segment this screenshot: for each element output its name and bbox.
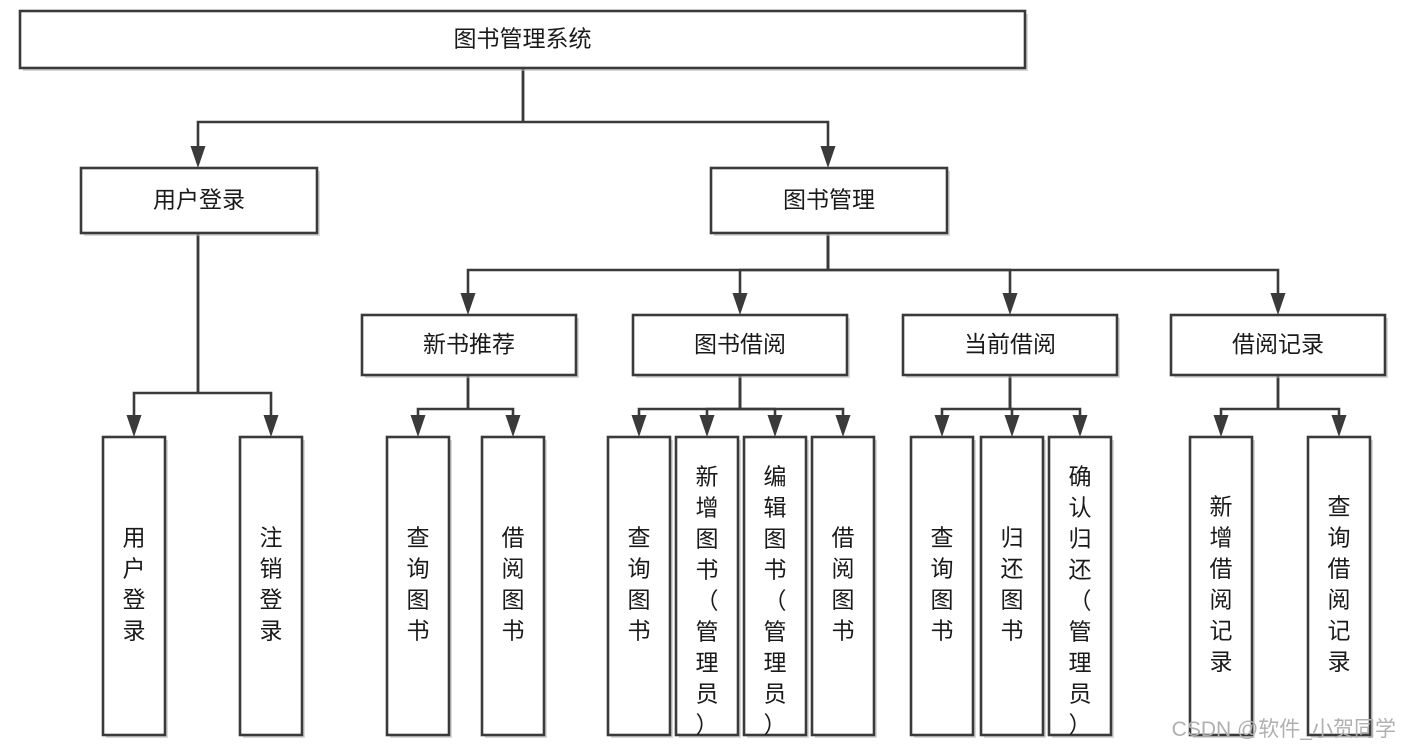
connector-user-login-to-leaf-logout <box>196 233 279 437</box>
connector-root-to-user-login <box>190 68 525 168</box>
node-leaf-query-book-2[interactable]: 查询图书 <box>606 435 673 738</box>
watermark-label: CSDN @软件_小贺同学 <box>1172 718 1396 741</box>
node-label: 用户登录 <box>123 525 146 644</box>
node-box[interactable] <box>742 435 808 737</box>
node-box[interactable] <box>909 435 975 737</box>
node-label: 图书管理 <box>783 187 875 213</box>
node-label: 图书借阅 <box>694 331 786 357</box>
node-box[interactable] <box>631 313 849 377</box>
node-box[interactable] <box>1047 435 1113 737</box>
node-leaf-logout[interactable]: 注销登录 <box>238 435 305 738</box>
node-leaf-borrow-book-2[interactable]: 借阅图书 <box>810 435 877 738</box>
node-label: 确认归还（管理员） <box>1069 464 1092 738</box>
node-leaf-borrow-book-1[interactable]: 借阅图书 <box>480 435 547 738</box>
connector-book-manage-to-new-book-recommend <box>460 233 830 315</box>
node-label: 新书推荐 <box>423 331 515 357</box>
node-label: 新增借阅记录 <box>1210 494 1233 675</box>
node-leaf-add-record[interactable]: 新增借阅记录 <box>1188 435 1255 738</box>
connector-current-borrow-to-leaf-confirm-return <box>1008 375 1088 437</box>
node-book-manage[interactable]: 图书管理 <box>709 166 950 236</box>
node-label: 注销登录 <box>260 525 283 644</box>
node-box[interactable] <box>385 435 451 737</box>
connector-book-borrow-to-leaf-borrow-book-2 <box>738 375 851 437</box>
connector-user-login-to-leaf-user-login <box>126 233 200 437</box>
node-leaf-query-book-3[interactable]: 查询图书 <box>909 435 976 738</box>
node-leaf-query-book-1[interactable]: 查询图书 <box>385 435 452 738</box>
node-box[interactable] <box>674 435 740 737</box>
node-label: 借阅记录 <box>1232 331 1324 357</box>
node-box[interactable] <box>238 435 304 737</box>
node-label: 归还图书 <box>1001 525 1024 644</box>
node-box[interactable] <box>901 313 1119 377</box>
connector-book-manage-to-current-borrow <box>826 233 1018 315</box>
node-new-book-recommend[interactable]: 新书推荐 <box>360 313 579 378</box>
node-box[interactable] <box>810 435 876 737</box>
node-box[interactable] <box>480 435 546 737</box>
connector-current-borrow-to-leaf-query-book-3 <box>934 375 1012 437</box>
node-label: 查询图书 <box>407 525 430 644</box>
connector-new-book-recommend-to-leaf-query-book-1 <box>410 375 470 437</box>
node-label: 查询图书 <box>931 525 954 644</box>
node-root[interactable]: 图书管理系统 <box>18 9 1028 71</box>
node-leaf-add-book[interactable]: 新增图书（管理员） <box>674 435 741 738</box>
node-label: 用户登录 <box>153 187 245 213</box>
node-current-borrow[interactable]: 当前借阅 <box>901 313 1120 378</box>
connector-book-borrow-to-leaf-query-book-2 <box>631 375 742 437</box>
node-box[interactable] <box>360 313 578 377</box>
node-label: 当前借阅 <box>964 331 1056 357</box>
connector-book-borrow-to-leaf-edit-book <box>738 375 783 437</box>
node-box[interactable] <box>1188 435 1254 737</box>
node-borrow-record[interactable]: 借阅记录 <box>1169 313 1388 378</box>
connector-new-book-recommend-to-leaf-borrow-book-1 <box>466 375 521 437</box>
node-leaf-user-login[interactable]: 用户登录 <box>101 435 168 738</box>
connector-book-borrow-to-leaf-add-book <box>699 375 742 437</box>
node-label: 查询图书 <box>628 525 651 644</box>
connector-borrow-record-to-leaf-add-record <box>1213 375 1280 437</box>
node-label: 编辑图书（管理员） <box>764 464 787 738</box>
connector-edges-layer <box>126 68 1347 437</box>
connector-root-to-book-manage <box>521 68 836 168</box>
node-box[interactable] <box>1169 313 1387 377</box>
node-box[interactable] <box>979 435 1045 737</box>
node-box[interactable] <box>606 435 672 737</box>
node-box[interactable] <box>101 435 167 737</box>
node-box[interactable] <box>1306 435 1372 737</box>
node-box[interactable] <box>18 9 1027 70</box>
node-leaf-query-record[interactable]: 查询借阅记录 <box>1306 435 1373 738</box>
node-box[interactable] <box>709 166 949 235</box>
node-label: 查询借阅记录 <box>1328 494 1351 675</box>
connector-book-manage-to-borrow-record <box>826 233 1286 315</box>
connector-book-manage-to-book-borrow <box>732 233 830 315</box>
node-book-borrow[interactable]: 图书借阅 <box>631 313 850 378</box>
node-leaf-confirm-return[interactable]: 确认归还（管理员） <box>1047 435 1114 738</box>
connector-current-borrow-to-leaf-return-book <box>1004 375 1020 437</box>
node-leaf-return-book[interactable]: 归还图书 <box>979 435 1046 738</box>
node-leaf-edit-book[interactable]: 编辑图书（管理员） <box>742 435 809 738</box>
node-label: 借阅图书 <box>832 525 855 644</box>
node-label: 借阅图书 <box>502 525 525 644</box>
node-label: 图书管理系统 <box>454 26 592 52</box>
connector-borrow-record-to-leaf-query-record <box>1276 375 1347 437</box>
node-label: 新增图书（管理员） <box>696 464 719 738</box>
node-box[interactable] <box>79 166 319 235</box>
node-boxes-layer: 图书管理系统用户登录图书管理新书推荐图书借阅当前借阅借阅记录用户登录注销登录查询… <box>18 9 1388 738</box>
node-user-login[interactable]: 用户登录 <box>79 166 320 236</box>
